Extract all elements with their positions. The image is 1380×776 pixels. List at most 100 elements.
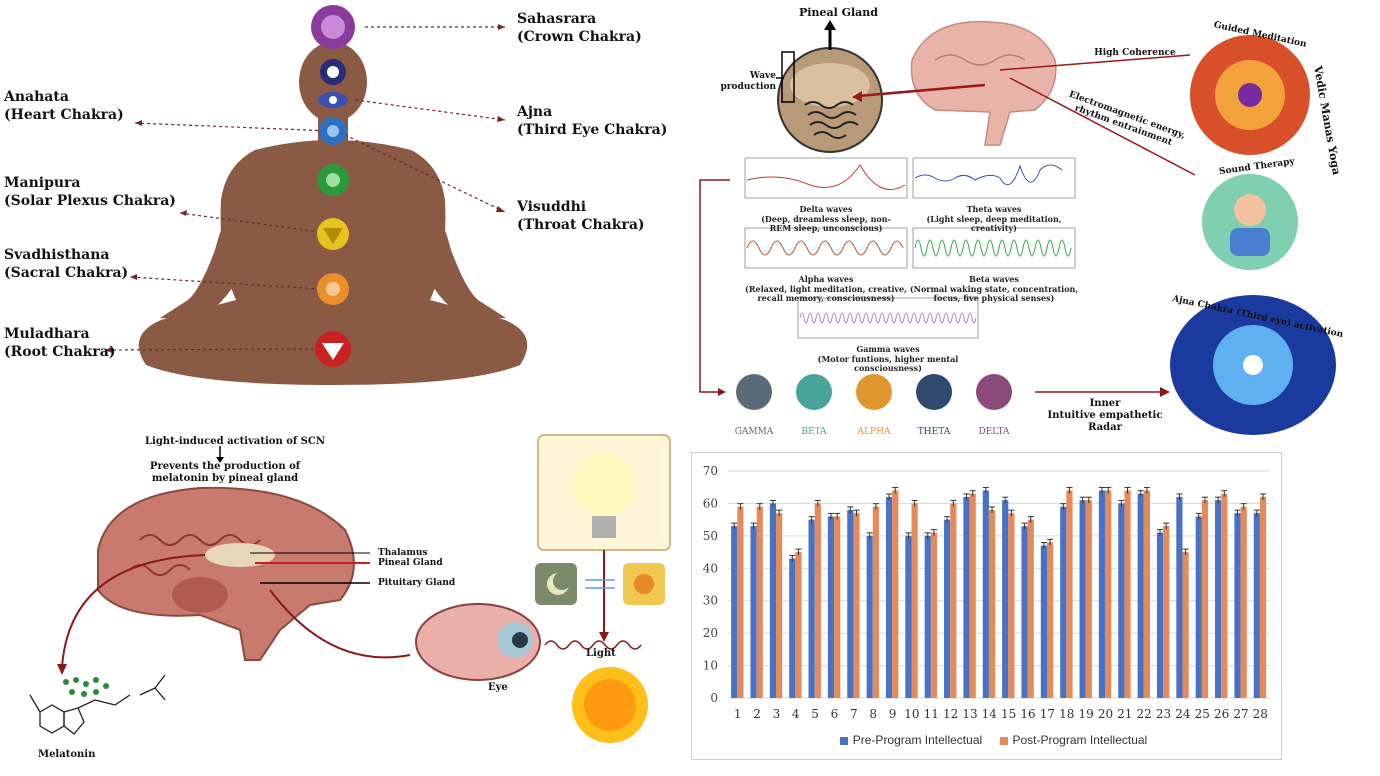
bar-post-14 [988,509,996,698]
bar-pre-3 [769,503,777,698]
ajna-chakra-icon [318,92,348,108]
wave-production-label: Wave production [720,71,776,92]
melatonin-panel-illustration [29,434,671,743]
high-coherence-label: High Coherence [1094,48,1176,58]
y-tick-label: 20 [703,626,718,640]
bar-post-28 [1259,496,1267,698]
bar-pre-13 [963,496,970,698]
delta-waves-label: Delta waves (Deep, dreamless sleep, non-… [761,204,891,233]
band-beta-label: BETA [801,427,827,437]
bar-post-20 [1105,490,1112,698]
bar-pre-26 [1215,500,1222,698]
bar-pre-7 [847,509,854,698]
x-tick-label: 23 [1156,707,1171,721]
bar-pre-25 [1195,516,1202,698]
bar-pre-16 [1021,526,1028,698]
meditating-figure-illustration [104,5,528,385]
bar-post-2 [756,506,763,698]
y-tick-label: 30 [703,594,718,608]
x-tick-label: 17 [1040,707,1055,721]
x-tick-label: 7 [850,707,858,721]
svadhisthana-label: Svadhisthana (Sacral Chakra) [4,247,129,281]
bar-post-9 [892,490,899,698]
bar-pre-28 [1253,513,1260,698]
crown-chakra-icon [311,5,355,49]
bar-pre-23 [1156,532,1164,698]
bar-post-16 [1027,519,1034,698]
x-tick-label: 5 [811,707,819,721]
bar-pre-10 [905,535,912,698]
x-tick-label: 21 [1117,707,1132,721]
heart-chakra-icon [317,164,349,196]
x-tick-label: 1 [734,707,742,721]
bar-post-6 [834,516,841,698]
bar-post-26 [1221,493,1228,698]
bar-post-4 [795,552,802,698]
third-eye-chakra-icon [320,59,346,85]
bar-post-1 [737,506,744,698]
bar-post-22 [1143,490,1150,698]
throat-chakra-icon [319,117,347,145]
melatonin-label: Melatonin [38,749,96,760]
sound-therapy-icon [1202,174,1298,270]
bar-post-19 [1085,500,1092,698]
bar-pre-20 [1098,490,1106,698]
bar-pre-27 [1234,513,1241,698]
band-alpha-label: ALPHA [857,427,891,437]
bar-pre-15 [1002,500,1009,698]
y-tick-label: 50 [703,529,718,543]
bar-post-10 [911,503,918,698]
x-tick-label: 2 [753,707,761,721]
x-tick-label: 18 [1059,707,1074,721]
bar-post-8 [872,506,879,698]
x-tick-label: 27 [1233,707,1248,721]
legend-swatch-pre [839,736,848,745]
ajna-label: Ajna (Third Eye Chakra) [517,104,668,138]
eye-label: Eye [488,682,508,693]
x-tick-label: 15 [1001,707,1016,721]
x-tick-label: 3 [773,707,781,721]
x-tick-label: 26 [1214,707,1229,721]
gamma-waves-label: Gamma waves (Motor funtions, higher ment… [817,344,959,373]
alpha-waves-label: Alpha waves (Relaxed, light meditation, … [745,274,907,303]
band-delta-label: DELTA [978,427,1010,437]
bar-pre-8 [866,535,873,698]
bar-pre-4 [789,558,796,698]
x-tick-label: 25 [1195,707,1210,721]
brainwave-panel-illustration [699,20,1336,435]
bar-post-15 [1008,513,1015,698]
bar-post-23 [1163,526,1170,698]
x-tick-label: 20 [1098,707,1113,721]
bar-pre-1 [731,526,738,698]
legend-swatch-post [999,736,1008,745]
legend-label-post: Post-Program Intellectual [1012,733,1148,747]
x-tick-label: 10 [904,707,919,721]
bar-pre-18 [1060,506,1067,698]
muladhara-label: Muladhara (Root Chakra) [4,326,116,360]
bar-post-25 [1201,500,1209,698]
theta-waves-label: Theta waves (Light sleep, deep meditatio… [926,204,1062,233]
x-tick-label: 14 [982,707,998,721]
bar-pre-9 [885,496,893,698]
bar-post-3 [776,513,783,698]
bar-pre-21 [1118,503,1125,698]
y-tick-label: 0 [710,691,718,705]
x-tick-label: 9 [889,707,897,721]
thalamus-label: Thalamus [378,548,428,558]
prevents-melatonin-label: Prevents the production of melatonin by … [149,461,301,484]
chart-legend: Pre-Program Intellectual Post-Program In… [692,733,1281,747]
beta-waves-label: Beta waves (Normal waking state, concent… [909,274,1079,303]
anahata-label: Anahata (Heart Chakra) [4,89,124,123]
bar-post-12 [950,503,957,698]
pineal-gland-label: Pineal Gland [799,6,878,19]
bar-pre-11 [924,535,931,698]
pituitary-gland-label: Pituitary Gland [378,578,456,588]
bar-post-13 [969,493,976,698]
x-tick-label: 6 [831,707,839,721]
light-label: Light [586,648,616,659]
inner-radar-label: Inner Intuitive empathetic Radar [1047,398,1163,433]
root-chakra-icon [315,331,351,367]
bar-pre-24 [1176,496,1183,698]
visuddhi-label: Visuddhi (Throat Chakra) [517,199,645,233]
x-tick-label: 28 [1253,707,1268,721]
